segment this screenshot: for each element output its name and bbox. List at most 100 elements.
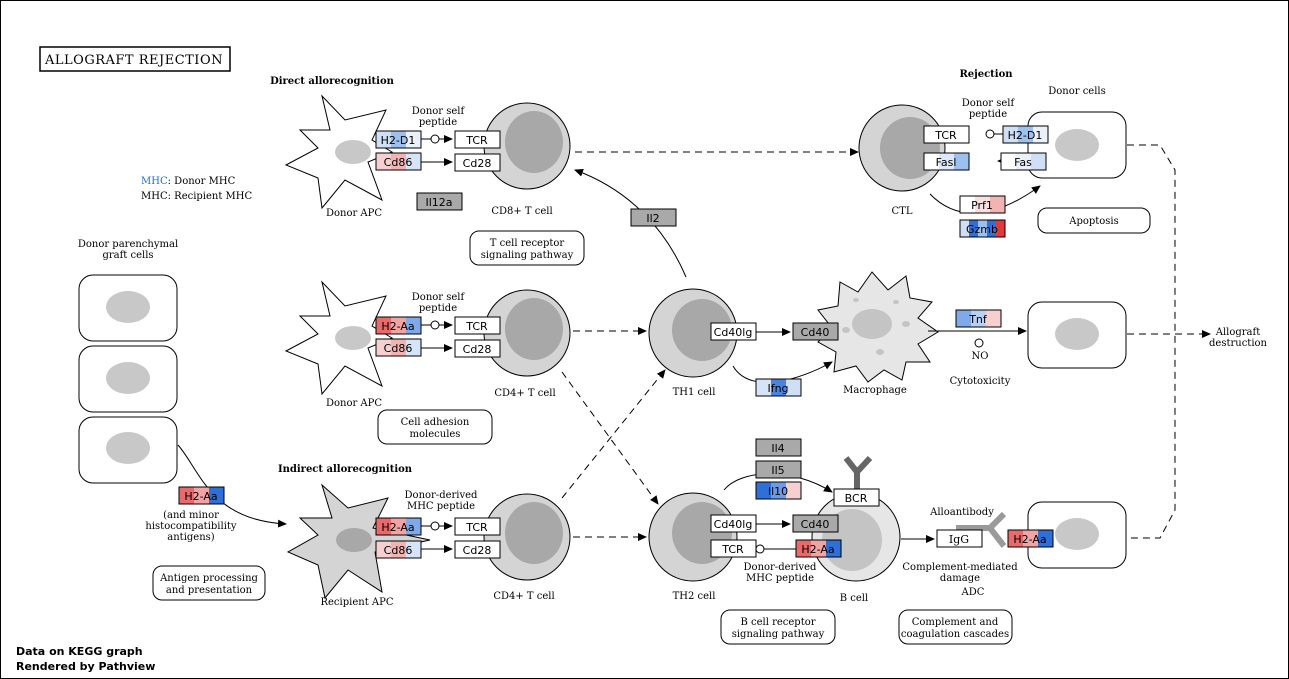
gene-h2-aa-d[interactable]: H2-Aa	[1007, 529, 1054, 548]
gene-il10-label: Il10	[768, 485, 788, 498]
gene-h2-aa-a-label: H2-Aa	[381, 320, 414, 333]
gene-cd86-c[interactable]: Cd86	[375, 540, 422, 559]
gene-cd40lg-b-label: Cd40lg	[714, 518, 753, 531]
pathway-bcr[interactable]: B cell receptor signaling pathway	[720, 609, 836, 645]
donor-derived-2a: Donor-derived	[744, 562, 818, 573]
cd8-t-cell	[483, 102, 571, 190]
igg-antibody-icon	[956, 511, 1007, 548]
pathway-apoptosis-label: Apoptosis	[1068, 216, 1119, 227]
heading-direct: Direct allorecognition	[270, 76, 395, 87]
gene-prf1[interactable]: Prf1	[959, 195, 1006, 214]
gene-cd40lg-a-label: Cd40lg	[714, 326, 753, 339]
gene-h2-aa-a[interactable]: H2-Aa	[375, 316, 422, 335]
gene-h2-d1-b[interactable]: H2-D1	[1002, 125, 1049, 144]
gene-tcr-b[interactable]: TCR	[454, 316, 501, 335]
donor-cell-2	[1027, 301, 1127, 369]
gene-h2-aa-b[interactable]: H2-Aa	[375, 517, 422, 536]
ctl-label: CTL	[892, 206, 913, 217]
gene-cd86-a[interactable]: Cd86	[375, 152, 422, 171]
gene-ifng[interactable]: Ifng	[755, 378, 802, 397]
gene-h2-aa-left-label: H2-Aa	[184, 490, 217, 503]
gene-cd40lg-a[interactable]: Cd40lg	[710, 322, 757, 341]
gene-cd86-a-label: Cd86	[384, 156, 413, 169]
gene-il12a[interactable]: Il12a	[416, 192, 463, 211]
gene-h2-d1-a[interactable]: H2-D1	[375, 130, 422, 149]
graft-cell-1	[78, 274, 178, 342]
b-cell-label: B cell	[840, 593, 868, 604]
gene-bcr[interactable]: BCR	[833, 488, 880, 507]
gene-fasl[interactable]: Fasl	[923, 152, 970, 171]
allograft-label-1: Allograft	[1215, 327, 1261, 338]
donor-self-peptide-2a: Donor self	[412, 292, 466, 303]
footer-line-2: Rendered by Pathview	[16, 660, 155, 673]
legend-donor-mhc-highlight: MHC	[141, 176, 168, 187]
peptide-dot-3	[430, 521, 440, 531]
donor-apc-1-label: Donor APC	[326, 208, 382, 219]
cytotoxicity-label: Cytotoxicity	[950, 376, 1011, 387]
pathway-antigen-label-1: Antigen processing	[159, 573, 258, 584]
gene-il5[interactable]: Il5	[755, 460, 802, 479]
pathway-adhesion[interactable]: Cell adhesion molecules	[377, 409, 493, 445]
donor-derived-2b: MHC peptide	[746, 573, 814, 584]
gene-fas-label: Fas	[1014, 156, 1032, 169]
gene-cd28-a[interactable]: Cd28	[454, 153, 501, 172]
complement-damage-2: damage	[940, 573, 980, 584]
gene-h2-aa-c-label: H2-Aa	[801, 543, 834, 556]
edge-cd4-to-th2	[561, 371, 659, 505]
gene-tnf-label: Tnf	[968, 313, 988, 326]
gene-tnf[interactable]: Tnf	[955, 309, 1002, 328]
gene-il4[interactable]: Il4	[755, 438, 802, 457]
gene-tcr-ctl-label: TCR	[934, 129, 957, 142]
gene-bcr-label: BCR	[845, 492, 868, 505]
gene-cd40lg-b[interactable]: Cd40lg	[710, 514, 757, 533]
pathway-bcr-label-2: signaling pathway	[732, 629, 825, 640]
gene-tcr-d-label: TCR	[721, 543, 744, 556]
pathway-complement[interactable]: Complement and coagulation cascades	[898, 609, 1013, 645]
pathway-antigen-label-2: and presentation	[166, 585, 253, 596]
pathway-tcr[interactable]: T cell receptor signaling pathway	[469, 230, 585, 266]
gene-tcr-ctl[interactable]: TCR	[923, 125, 970, 144]
gene-h2-d1-a-label: H2-D1	[381, 134, 416, 147]
gene-il10[interactable]: Il10	[755, 481, 802, 500]
donor-self-peptide-3b: peptide	[969, 109, 1007, 120]
pathway-antigen[interactable]: Antigen processing and presentation	[152, 565, 266, 601]
gene-cd40-b[interactable]: Cd40	[792, 514, 839, 533]
pathway-apoptosis[interactable]: Apoptosis	[1037, 207, 1151, 234]
peptide-dot-2	[430, 320, 440, 330]
annotation-labels: Donor self peptide Donor self peptide Do…	[145, 98, 1267, 598]
gene-fas[interactable]: Fas	[1000, 152, 1047, 171]
cd4-cell-2-label: CD4+ T cell	[493, 591, 554, 602]
gene-tcr-a[interactable]: TCR	[454, 130, 501, 149]
adc-label: ADC	[961, 587, 985, 598]
edge-donor-collect	[1127, 144, 1176, 539]
gene-h2-aa-left[interactable]: H2-Aa	[178, 486, 225, 505]
legend-donor-mhc: MHC: Donor MHC	[141, 176, 236, 187]
recipient-apc-shape	[286, 483, 431, 600]
donor-parenchymal-label-2: graft cells	[102, 250, 153, 261]
gene-igg[interactable]: IgG	[936, 529, 983, 548]
th1-label: TH1 cell	[673, 387, 716, 398]
minor-antigens-3: antigens)	[167, 532, 215, 543]
donor-self-peptide-1b: peptide	[419, 117, 457, 128]
gene-il5-label: Il5	[771, 464, 784, 477]
gene-cd40-a[interactable]: Cd40	[792, 322, 839, 341]
gene-h2-d1-b-label: H2-D1	[1008, 129, 1043, 142]
gene-cd86-b[interactable]: Cd86	[375, 338, 422, 357]
cd4-cell-1-label: CD4+ T cell	[494, 388, 555, 399]
gene-cd28-b[interactable]: Cd28	[454, 339, 501, 358]
cd4-t-cell-2	[483, 493, 571, 581]
pathway-complement-label-2: coagulation cascades	[901, 629, 1009, 640]
gene-tcr-d[interactable]: TCR	[710, 539, 757, 558]
gene-cd28-c[interactable]: Cd28	[454, 540, 501, 559]
gene-cd40-b-label: Cd40	[801, 518, 830, 531]
macrophage-shape	[817, 271, 939, 383]
gene-h2-aa-c[interactable]: H2-Aa	[795, 539, 842, 558]
gene-tcr-c[interactable]: TCR	[454, 517, 501, 536]
gene-il2[interactable]: Il2	[630, 208, 677, 227]
gene-gzmb[interactable]: Gzmb	[959, 219, 1006, 238]
allograft-label-2: destruction	[1209, 338, 1268, 349]
complement-damage-1: Complement-mediated	[902, 562, 1018, 573]
donor-self-peptide-3a: Donor self	[962, 98, 1016, 109]
minor-antigens-2: histocompatibility	[145, 521, 237, 532]
footer-line-1: Data on KEGG graph	[16, 645, 143, 658]
